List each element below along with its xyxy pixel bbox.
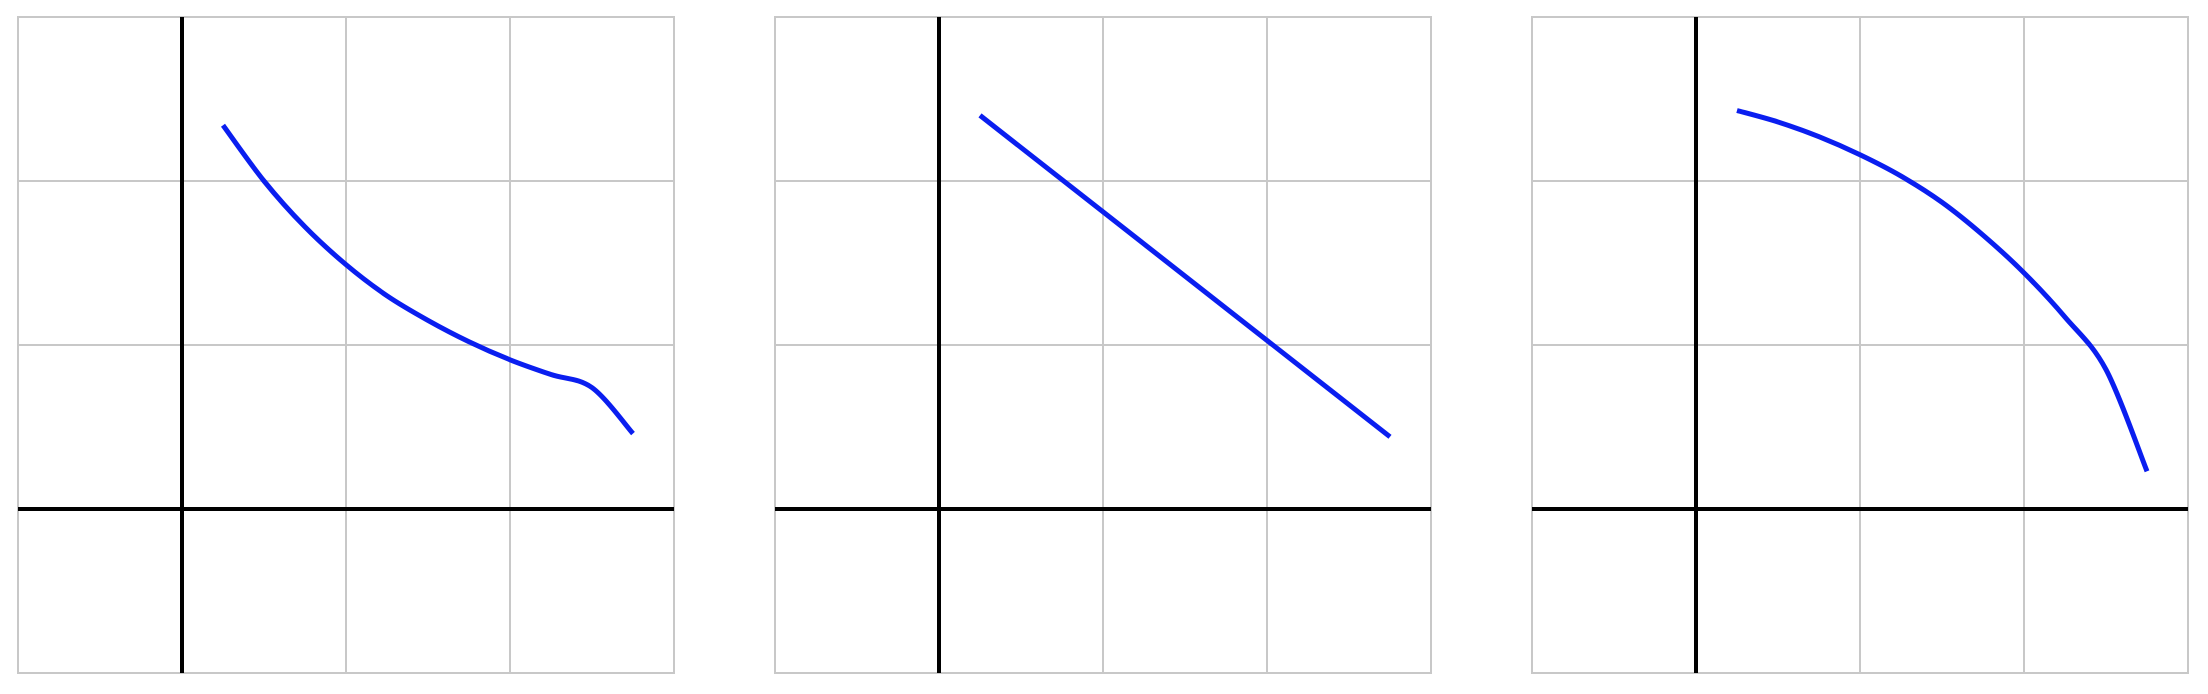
plot-frame [774,16,1432,674]
chart-panel-1 [17,16,675,674]
series-line [220,123,635,436]
plot-frame [17,16,675,674]
series-line [978,113,1392,439]
plot-frame [1531,16,2189,674]
chart-panel-3 [1531,16,2189,674]
series-line [1736,108,2150,473]
chart-panel-2 [774,16,1432,674]
